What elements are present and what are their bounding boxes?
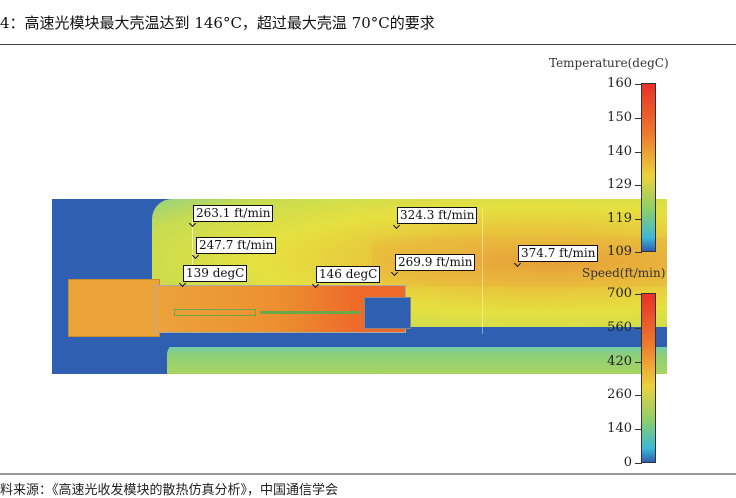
temperature-tick: 119 [592,211,642,226]
temperature-legend-title: Temperature(degC) [549,56,669,70]
title-divider [0,44,736,45]
annotation-speed: 374.7 ft/min [518,245,599,262]
temperature-tick: 140 [592,144,642,159]
speed-tick: 140 [592,421,642,436]
temperature-tick: 129 [592,177,642,192]
annotation-speed: 324.3 ft/min [397,207,478,224]
temperature-tick: 109 [592,244,642,259]
figure-title: 4：高速光模块最大壳温达到 146°C，超过最大壳温 70°C的要求 [0,14,435,32]
annotation-temperature: 139 degC [183,265,248,282]
temperature-tick: 150 [592,110,642,125]
speed-color-bar [641,293,656,463]
annotation-temperature: 146 degC [316,266,381,283]
source-divider [0,473,736,475]
source-note: 料来源：《高速光收发模块的散热仿真分析》，中国通信学会 [0,483,339,498]
annotation-speed: 269.9 ft/min [395,254,476,271]
thermal-simulation-image [52,199,667,374]
temperature-color-bar [641,83,656,252]
annotation-speed: 247.7 ft/min [196,237,277,254]
annotation-speed: 263.1 ft/min [193,205,274,222]
speed-tick: 560 [592,320,642,335]
speed-tick: 420 [592,354,642,369]
speed-tick: 260 [592,387,642,402]
speed-tick: 0 [592,455,642,470]
temperature-tick: 160 [592,76,642,91]
speed-tick: 700 [592,286,642,301]
speed-legend-title: Speed(ft/min) [582,266,666,280]
